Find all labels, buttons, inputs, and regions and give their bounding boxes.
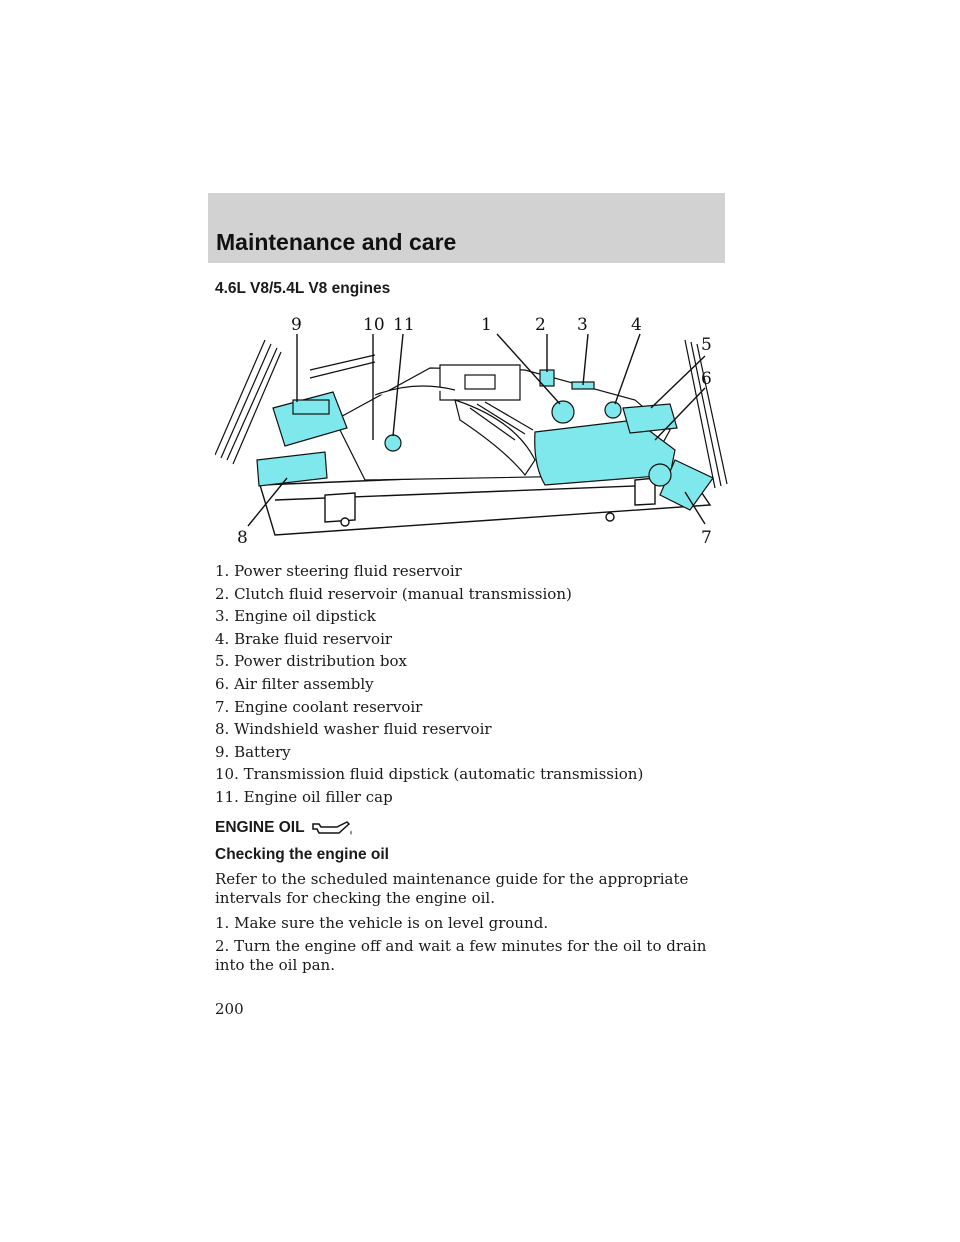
engine-compartment-diagram: 9 10 11 1 2 3 4 5 6 7 8 xyxy=(215,315,728,548)
list-item: 5. Power distribution box xyxy=(215,652,407,671)
subsection-title: Checking the engine oil xyxy=(215,846,389,863)
oil-can-icon xyxy=(311,821,352,835)
chapter-title: Maintenance and care xyxy=(216,229,457,255)
list-item: 3. Engine oil dipstick xyxy=(215,607,376,626)
callout-1: 1 xyxy=(481,315,492,335)
list-item: 8. Windshield washer fluid reservoir xyxy=(215,720,492,739)
list-item: 11. Engine oil filler cap xyxy=(215,787,393,806)
list-item: 10. Transmission fluid dipstick (automat… xyxy=(215,765,644,784)
paragraph: 1. Make sure the vehicle is on level gro… xyxy=(215,914,549,932)
list-item: 9. Battery xyxy=(215,742,291,761)
list-item: 7. Engine coolant reservoir xyxy=(215,697,423,716)
callout-6: 6 xyxy=(701,369,712,389)
figure-title: 4.6L V8/5.4L V8 engines xyxy=(215,280,391,297)
component-legend: 1. Power steering fluid reservoir 2. Clu… xyxy=(215,560,643,809)
callout-9: 9 xyxy=(291,315,302,335)
list-item: 1. Power steering fluid reservoir xyxy=(215,562,462,580)
callout-3: 3 xyxy=(577,315,588,335)
chapter-header: Maintenance and care xyxy=(208,193,725,263)
callout-11: 11 xyxy=(393,315,415,335)
list-item: 6. Air filter assembly xyxy=(215,674,374,693)
page-number: 200 xyxy=(215,1000,244,1018)
callout-5: 5 xyxy=(701,335,712,355)
callout-8: 8 xyxy=(237,528,248,548)
list-item: 2. Clutch fluid reservoir (manual transm… xyxy=(215,584,572,603)
list-item: 4. Brake fluid reservoir xyxy=(215,629,393,648)
paragraph: Refer to the scheduled maintenance guide… xyxy=(215,870,689,907)
paragraph: 2. Turn the engine off and wait a few mi… xyxy=(215,937,707,974)
callout-10: 10 xyxy=(363,315,385,335)
callout-4: 4 xyxy=(631,315,642,335)
section-title: ENGINE OIL xyxy=(215,818,353,838)
callout-7: 7 xyxy=(701,528,712,548)
callout-2: 2 xyxy=(535,315,546,335)
section-title-text: ENGINE OIL xyxy=(215,819,305,836)
